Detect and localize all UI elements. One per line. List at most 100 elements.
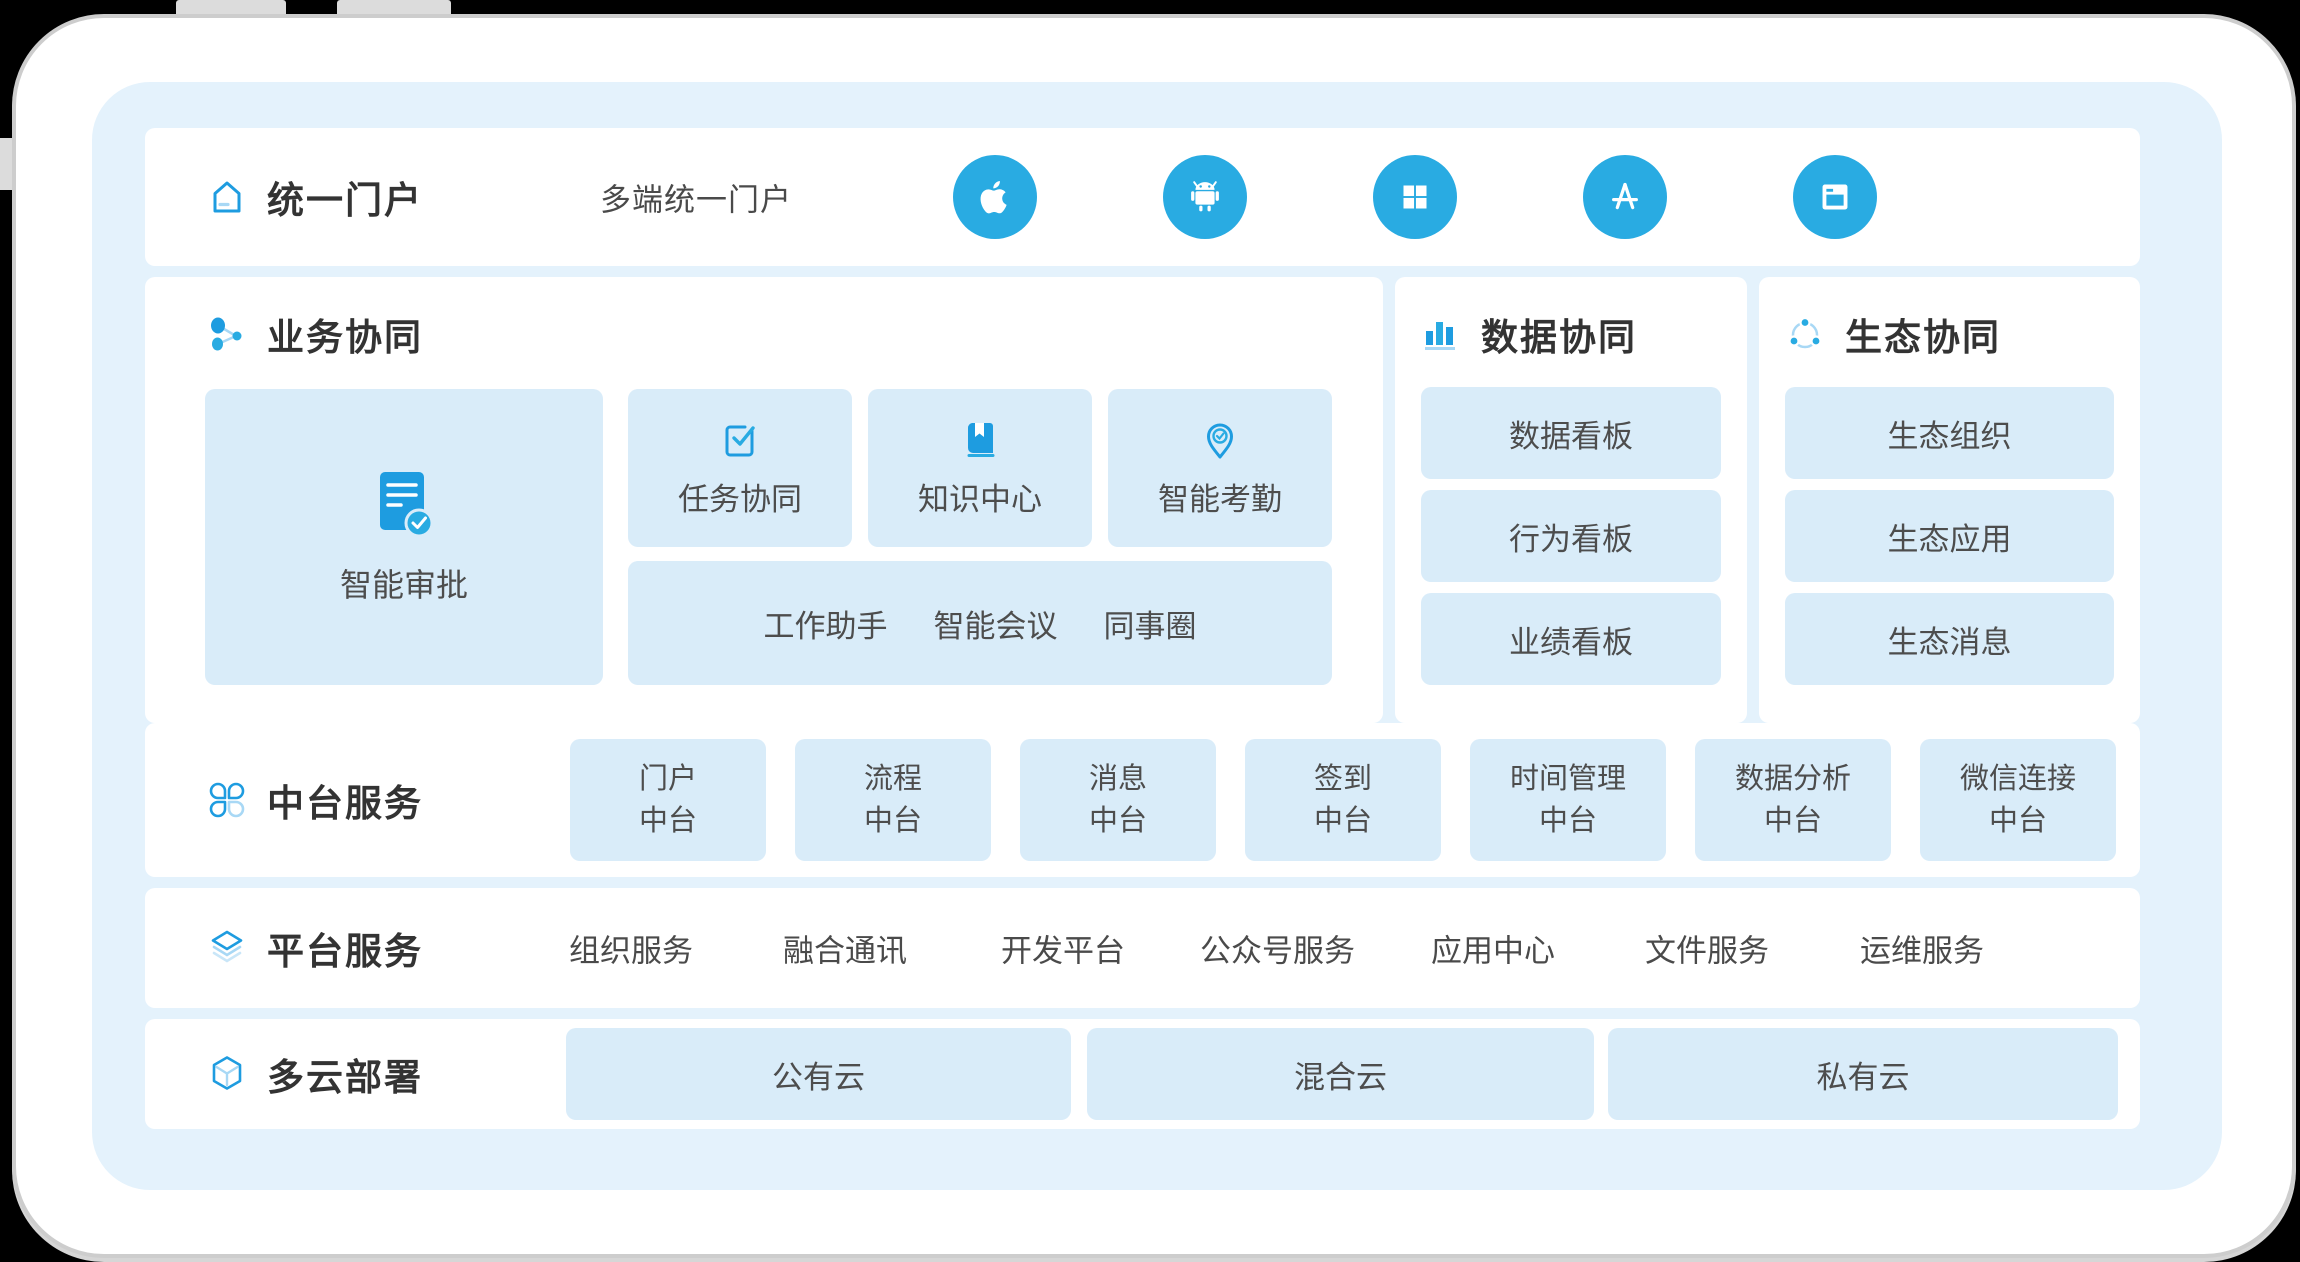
feature-card-group: 工作助手 智能会议 同事圈 [628,561,1332,685]
card-label-line2: 中台 [1988,805,2047,837]
section-multi-cloud: 多云部署 公有云 混合云 私有云 [145,1019,2140,1129]
card-label: 任务协同 [678,481,802,517]
section-title: 中台服务 [267,783,423,824]
windows-icon [1373,155,1457,239]
middle-card: 数据分析 中台 [1695,739,1891,861]
data-card: 数据看板 [1421,387,1721,479]
platform-item: 融合通讯 [783,933,907,969]
feature-card-smart-approval: 智能审批 [205,389,603,685]
browser-icon [1793,155,1877,239]
architecture-diagram: 统一门户 多端统一门户 [145,128,2140,1129]
eco-card: 生态应用 [1785,490,2114,582]
card-label: 智能审批 [339,567,468,603]
cloud-card: 公有云 [566,1028,1071,1120]
approval-document-icon [370,468,438,540]
clover-icon [207,780,247,820]
card-label: 智能考勤 [1158,481,1282,517]
section-middle-platform: 中台服务 门户 中台 流程 中台 消息 中台 签到 [145,723,2140,877]
card-label: 混合云 [1294,1059,1387,1095]
data-card: 业绩看板 [1421,593,1721,685]
middle-card: 流程 中台 [795,739,991,861]
section-platform-services: 平台服务 组织服务 融合通讯 开发平台 公众号服务 应用中心 文件服务 运维服务 [145,888,2140,1008]
platform-item: 公众号服务 [1200,933,1355,969]
card-label-line1: 微信连接 [1959,763,2076,795]
card-label-line1: 门户 [638,763,697,795]
section-title: 多云部署 [267,1057,423,1098]
section-title: 数据协同 [1481,317,1637,358]
section-header: 多云部署 [207,1047,423,1101]
section-title: 统一门户 [267,180,423,221]
eco-network-icon [1785,314,1825,354]
platform-item: 应用中心 [1431,933,1555,969]
data-card: 行为看板 [1421,490,1721,582]
section-eco-collab: 生态协同 生态组织 生态应用 生态消息 [1759,277,2140,723]
middle-card: 签到 中台 [1245,739,1441,861]
feature-card: 任务协同 [628,389,852,547]
feature-card: 智能考勤 [1108,389,1332,547]
card-label: 生态组织 [1887,418,2012,454]
card-label: 生态消息 [1887,624,2012,660]
section-header: 数据协同 [1421,307,1637,361]
collaboration-row: 业务协同 [145,277,2140,723]
portal-subtitle: 多端统一门户 [600,182,792,218]
card-label: 业绩看板 [1509,624,1633,660]
middle-card: 消息 中台 [1020,739,1216,861]
middle-card: 门户 中台 [570,739,766,861]
book-icon [958,418,1002,462]
section-header: 生态协同 [1785,307,2001,361]
share-nodes-icon [207,314,247,354]
card-label: 知识中心 [918,481,1042,517]
section-header: 统一门户 [207,170,423,224]
card-label: 生态应用 [1887,521,2012,557]
card-label: 同事圈 [1103,608,1197,644]
platform-icons [953,155,1877,239]
layers-icon [207,928,247,968]
bar-chart-icon [1421,314,1461,354]
screen: 统一门户 多端统一门户 [92,82,2222,1190]
feature-card: 知识中心 [868,389,1092,547]
platform-item: 文件服务 [1645,933,1769,969]
section-data-collab: 数据协同 数据看板 行为看板 业绩看板 [1395,277,1747,723]
section-header: 中台服务 [207,773,423,827]
app-store-icon [1583,155,1667,239]
eco-card: 生态组织 [1785,387,2114,479]
card-label-line2: 中台 [1538,805,1597,837]
card-label-line1: 消息 [1088,763,1147,795]
platform-item: 组织服务 [569,933,693,969]
card-label: 智能会议 [933,608,1058,644]
section-header: 业务协同 [207,307,423,361]
tablet-frame: 统一门户 多端统一门户 [12,14,2296,1258]
card-label-line2: 中台 [1313,805,1372,837]
card-label: 行为看板 [1509,521,1633,557]
card-label-line2: 中台 [638,805,697,837]
section-unified-portal: 统一门户 多端统一门户 [145,128,2140,266]
card-label-line2: 中台 [1088,805,1147,837]
cloud-card: 私有云 [1608,1028,2118,1120]
home-icon [207,177,247,217]
section-business-collab: 业务协同 [145,277,1383,723]
card-label-line1: 签到 [1313,763,1372,795]
card-label: 私有云 [1816,1059,1910,1095]
platform-item: 运维服务 [1860,933,1984,969]
card-label: 数据看板 [1509,418,1633,454]
cube-icon [207,1054,247,1094]
cloud-card: 混合云 [1087,1028,1594,1120]
tablet-top-button [337,0,451,18]
task-checkbox-icon [718,418,762,462]
middle-card: 微信连接 中台 [1920,739,2116,861]
section-header: 平台服务 [207,921,423,975]
card-label-line1: 时间管理 [1509,763,1626,795]
tablet-side-button [0,138,12,190]
card-label-line2: 中台 [1763,805,1822,837]
location-pin-check-icon [1198,418,1242,462]
section-title: 业务协同 [267,317,423,358]
eco-card: 生态消息 [1785,593,2114,685]
card-label: 公有云 [772,1059,865,1095]
platform-item: 开发平台 [1001,933,1125,969]
android-icon [1163,155,1247,239]
tablet-top-button [176,0,286,18]
card-label-line1: 流程 [863,763,922,795]
card-label-line2: 中台 [863,805,922,837]
middle-card: 时间管理 中台 [1470,739,1666,861]
